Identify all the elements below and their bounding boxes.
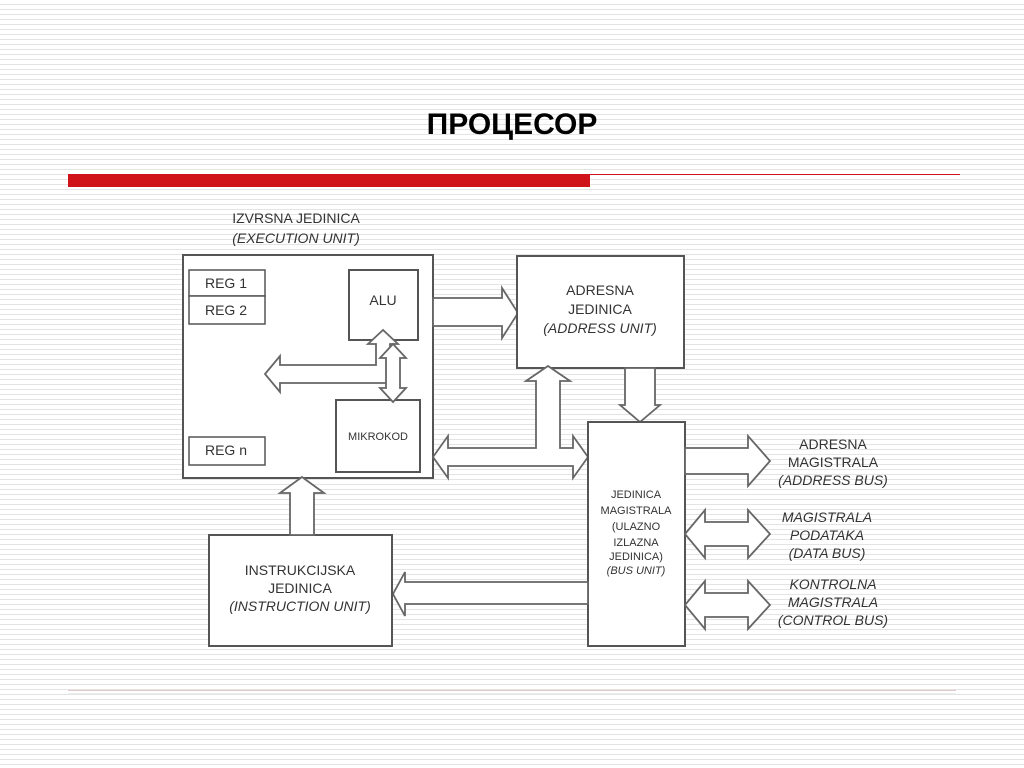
- instruction-unit-label-2: JEDINICA: [268, 580, 332, 596]
- execution-to-address-arrow: [432, 284, 520, 342]
- bus-unit-label-4: IZLAZNA: [613, 537, 659, 549]
- microcode-label: MIKROKOD: [348, 431, 408, 443]
- control-bus-label-1: KONTROLNA: [789, 576, 876, 592]
- register-2-label: REG 2: [205, 302, 247, 318]
- bus-unit-label-3: (ULAZNO: [612, 521, 661, 533]
- page-title: ПРОЦЕСОР: [426, 108, 598, 141]
- instruction-unit-label-1: INSTRUKCIJSKA: [245, 562, 356, 578]
- bus-unit-label-1: JEDINICA: [611, 489, 662, 501]
- footer-divider-secondary: [68, 693, 956, 694]
- address-bus-label-1: ADRESNA: [799, 436, 867, 452]
- address-bus-label-3: (ADDRESS BUS): [778, 472, 888, 488]
- address-unit-box: [516, 255, 685, 369]
- alu-label: ALU: [369, 292, 396, 308]
- control-bus-arrow: [683, 578, 772, 632]
- instruction-unit-box: [208, 534, 393, 647]
- bus-unit-label-2: MAGISTRALA: [601, 505, 673, 517]
- execution-unit-caption: IZVRSNA JEDINICA: [232, 210, 360, 226]
- execution-bus-address-arrow: [431, 364, 590, 481]
- title-underline-thin: [590, 174, 960, 175]
- address-unit-label-1: ADRESNA: [566, 282, 634, 298]
- data-bus-arrow: [683, 507, 772, 561]
- registers-alu-arrow: [263, 328, 401, 395]
- address-unit-label-2: JEDINICA: [568, 301, 632, 317]
- data-bus-label-1: MAGISTRALA: [782, 509, 872, 525]
- microcode-box: [335, 399, 421, 473]
- bus-unit-label-6: (BUS UNIT): [607, 565, 666, 577]
- data-bus-label-2: PODATAKA: [790, 527, 864, 543]
- bus-unit-box: [587, 421, 686, 647]
- instruction-to-execution-arrow: [277, 475, 327, 536]
- address-bus-label-2: MAGISTRALA: [788, 454, 879, 470]
- title-underline-bar: [68, 174, 590, 187]
- control-bus-label-3: (CONTROL BUS): [778, 612, 888, 628]
- register-2: [188, 295, 266, 325]
- footer-divider: [68, 690, 956, 691]
- bus-to-instruction-arrow: [391, 571, 589, 617]
- control-bus-label-2: MAGISTRALA: [788, 594, 878, 610]
- instruction-unit-label-3: (INSTRUCTION UNIT): [229, 598, 371, 614]
- address-unit-label-3: (ADDRESS UNIT): [543, 320, 657, 336]
- data-bus-label-3: (DATA BUS): [789, 545, 866, 561]
- alu-box: [348, 269, 419, 341]
- alu-microcode-arrow: [377, 342, 409, 404]
- register-1-label: REG 1: [205, 275, 247, 291]
- execution-unit-caption-en: (EXECUTION UNIT): [232, 230, 360, 246]
- bus-unit-label-5: JEDINICA): [609, 551, 663, 563]
- register-n-label: REG n: [205, 442, 247, 458]
- address-bus-arrow: [684, 433, 772, 489]
- address-to-bus-arrow: [617, 367, 663, 424]
- register-n: [188, 436, 266, 466]
